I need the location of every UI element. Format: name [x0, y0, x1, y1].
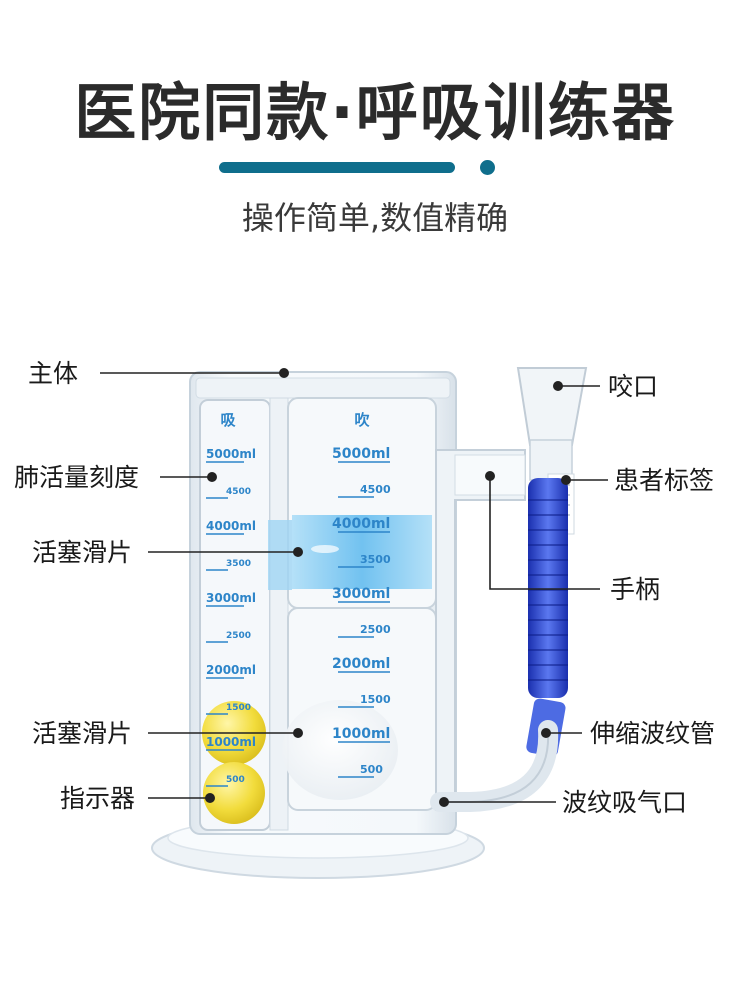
scale-label: 2000ml: [332, 656, 390, 672]
scale-label: 3000ml: [332, 586, 390, 602]
scale-label: 1500: [360, 693, 391, 706]
page-subtitle: 操作简单,数值精确: [241, 199, 509, 237]
blue-piston: [292, 515, 432, 589]
label-patient-tag: 患者标签: [614, 466, 715, 495]
scale-label: 1000ml: [332, 726, 390, 742]
title-dot: [480, 160, 495, 175]
scale-label: 3500: [226, 559, 251, 569]
scale-label: 2500: [360, 623, 391, 636]
indicator-ball-lower: [203, 762, 265, 824]
scale-label: 1500: [226, 703, 251, 713]
scale-label: 500: [360, 763, 383, 776]
scale-label: 1000ml: [206, 735, 256, 749]
scale-label: 500: [226, 775, 245, 785]
label-bellows-tube: 伸缩波纹管: [590, 719, 716, 748]
handle: [435, 449, 526, 811]
scale-label: 4000ml: [332, 516, 390, 532]
title-underline: [219, 162, 455, 173]
scale-label: 2500: [226, 631, 251, 641]
right-scale-header: 吹: [354, 411, 370, 429]
label-handle: 手柄: [610, 575, 661, 604]
left-scale-header: 吸: [220, 411, 236, 429]
scale-label: 4500: [226, 487, 251, 497]
bellows: [528, 478, 568, 698]
mouthpiece: [516, 367, 588, 446]
scale-label: 4000ml: [206, 519, 256, 533]
label-inlet: 波纹吸气口: [562, 788, 688, 817]
label-capacity-scale: 肺活量刻度: [14, 463, 140, 492]
scale-label: 3000ml: [206, 591, 256, 605]
label-mouthpiece: 咬口: [608, 372, 659, 401]
label-indicator: 指示器: [60, 784, 136, 813]
label-piston-slider-lower: 活塞滑片: [32, 719, 133, 748]
scale-label: 4500: [360, 483, 391, 496]
scale-label: 5000ml: [206, 447, 256, 461]
label-piston-slider-upper: 活塞滑片: [32, 538, 133, 567]
scale-label: 3500: [360, 553, 391, 566]
page-title: 医院同款·呼吸训练器: [74, 76, 676, 149]
label-main-body: 主体: [28, 359, 79, 388]
scale-label: 5000ml: [332, 446, 390, 462]
white-piston: [282, 700, 398, 800]
scale-label: 2000ml: [206, 663, 256, 677]
